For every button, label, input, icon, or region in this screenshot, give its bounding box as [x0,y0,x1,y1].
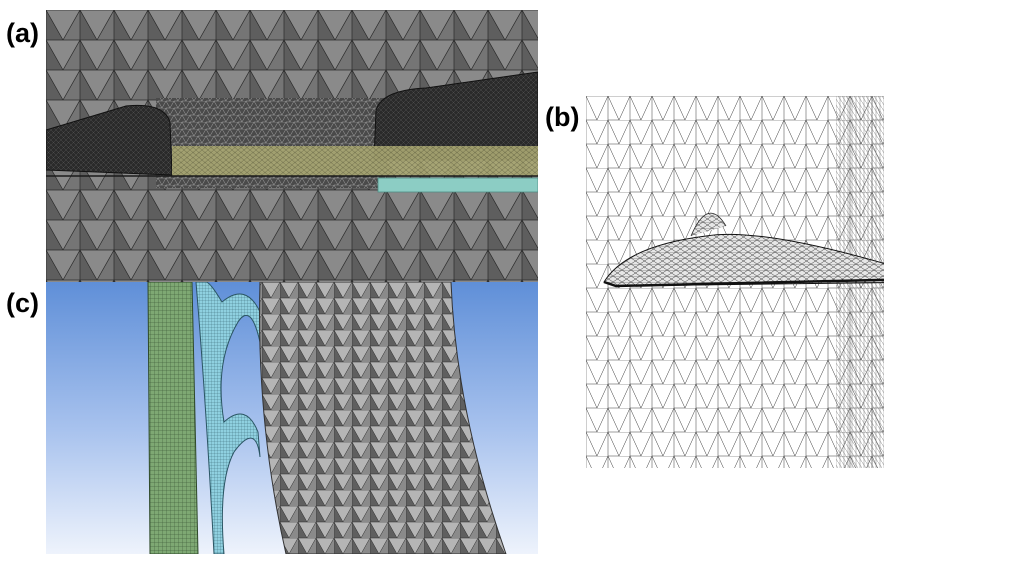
panel-a-mesh-drawing [46,10,538,282]
panel-a-mesh-image [46,10,538,282]
panel-label-a: (a) [6,18,39,48]
panel-label-b: (b) [545,102,580,132]
panel-label-c: (c) [6,288,39,318]
panel-c-mesh-image [46,282,538,554]
panel-c-mesh-drawing [147,282,507,554]
panel-b-mesh-drawing [586,96,884,468]
panel-b-mesh-image [586,96,884,468]
